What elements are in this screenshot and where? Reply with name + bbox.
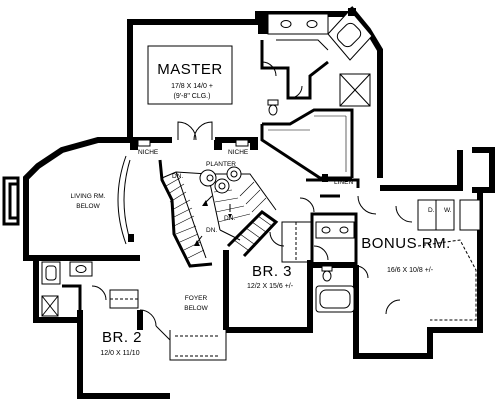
stair-dn-1: DN. — [172, 173, 183, 180]
br2-bath — [41, 261, 171, 341]
master-bath — [177, 8, 373, 180]
washer-label: W. — [444, 207, 452, 214]
exterior-walls — [2, 6, 495, 399]
br3-dims: 12/2 X 15/6 +/- — [247, 283, 294, 290]
hall-linen — [299, 174, 481, 231]
niche-label-left: NICHE — [138, 149, 159, 156]
staircase — [158, 159, 279, 268]
hall-bath — [310, 212, 401, 315]
niche-label-right: NICHE — [228, 149, 249, 156]
master-name: MASTER — [157, 61, 223, 78]
linen-label: LINEN — [334, 179, 353, 186]
living-label-2: BELOW — [76, 203, 100, 210]
bonus-attic-line — [417, 239, 477, 321]
living-curved-wall-inner — [123, 159, 131, 241]
master-niches — [130, 139, 258, 150]
planter-label: PLANTER — [206, 161, 236, 168]
bonus-name: BONUS RM. — [361, 235, 451, 252]
br3-name: BR. 3 — [252, 263, 292, 280]
master-dims: 17/8 X 14/0 + — [171, 83, 213, 90]
stair-dn-2: DN. — [224, 215, 235, 222]
bonus-dims: 16/6 X 10/8 +/- — [387, 267, 434, 274]
foyer-label-1: FOYER — [185, 295, 208, 302]
master-label-block — [147, 45, 233, 105]
dryer-label: D. — [428, 207, 435, 214]
stair-dn-3: DN. — [206, 227, 217, 234]
living-label-1: LIVING RM. — [70, 193, 105, 200]
foyer-label-2: BELOW — [184, 305, 208, 312]
master-ceiling: (9'-8" CLG.) — [174, 93, 211, 100]
br2-dims: 12/0 X 11/10 — [100, 350, 139, 357]
br3-closet — [281, 221, 313, 263]
living-curved-wall — [117, 155, 127, 245]
br2-name: BR. 2 — [102, 329, 142, 346]
